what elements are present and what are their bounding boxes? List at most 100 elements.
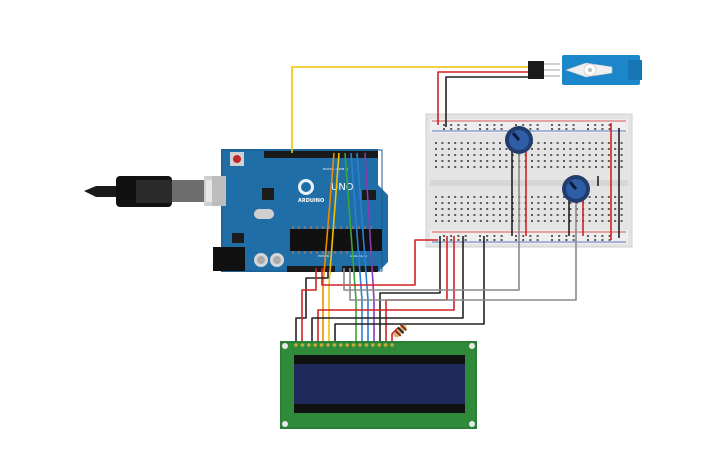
breadboard-hole xyxy=(614,202,617,204)
breadboard-rail-hole xyxy=(450,124,453,126)
breadboard-hole xyxy=(537,208,540,210)
breadboard-rail-hole xyxy=(457,124,460,126)
breadboard-hole xyxy=(550,142,553,144)
breadboard-rail-hole xyxy=(608,128,611,130)
breadboard-hole xyxy=(441,214,444,216)
breadboard-hole xyxy=(531,160,533,162)
lcd-pin xyxy=(390,343,394,347)
breadboard-hole xyxy=(531,220,533,222)
breadboard-hole xyxy=(473,196,476,198)
breadboard-hole xyxy=(543,160,546,162)
breadboard-hole xyxy=(543,196,546,198)
breadboard-hole xyxy=(601,214,604,216)
breadboard-hole xyxy=(595,214,597,216)
breadboard-hole xyxy=(505,148,508,150)
breadboard-rail-hole xyxy=(536,128,539,130)
breadboard-hole xyxy=(550,154,553,156)
breadboard-hole xyxy=(499,148,501,150)
breadboard-rail-hole xyxy=(515,235,517,237)
lcd-pin xyxy=(371,343,375,347)
breadboard-hole xyxy=(492,154,495,156)
breadboard-hole xyxy=(601,220,604,222)
breadboard-rail-hole xyxy=(587,235,589,237)
breadboard-hole xyxy=(499,220,501,222)
breadboard-rail-hole xyxy=(515,239,517,241)
wire-lcd-contrast xyxy=(311,236,464,343)
breadboard-hole xyxy=(492,214,495,216)
breadboard-hole xyxy=(556,208,559,210)
breadboard-rail-hole xyxy=(565,128,568,130)
breadboard-hole xyxy=(447,196,450,198)
breadboard-hole xyxy=(505,166,508,168)
breadboard-rail-hole xyxy=(608,235,611,237)
breadboard-rail-hole xyxy=(587,239,589,241)
breadboard-rail-hole xyxy=(464,124,467,126)
breadboard-hole xyxy=(543,214,546,216)
arduino-brand-label: ARDUINO xyxy=(298,198,324,204)
breadboard-hole xyxy=(563,208,565,210)
breadboard-hole xyxy=(614,154,617,156)
lcd-pin xyxy=(326,343,330,347)
breadboard-hole xyxy=(588,202,591,204)
breadboard-hole xyxy=(447,202,450,204)
breadboard-hole xyxy=(492,148,495,150)
wire-lcd-rw xyxy=(317,236,455,343)
wires xyxy=(291,66,620,343)
breadboard-hole xyxy=(569,166,572,168)
breadboard-hole xyxy=(435,214,437,216)
breadboard-rail-hole xyxy=(601,235,604,237)
breadboard-hole xyxy=(531,208,533,210)
breadboard-hole xyxy=(601,202,604,204)
breadboard-hole xyxy=(575,166,578,168)
breadboard-hole xyxy=(543,154,546,156)
breadboard-rail-hole xyxy=(464,239,467,241)
breadboard-hole xyxy=(441,154,444,156)
breadboard-hole xyxy=(435,220,437,222)
wire-lcd-rs xyxy=(334,236,485,343)
breadboard-hole xyxy=(505,154,508,156)
breadboard-hole xyxy=(607,148,610,150)
breadboard-rail-hole xyxy=(594,128,597,130)
breadboard-hole xyxy=(531,166,533,168)
breadboard-hole xyxy=(620,202,623,204)
breadboard-hole xyxy=(460,196,463,198)
breadboard-rail-hole xyxy=(457,239,460,241)
breadboard-hole xyxy=(607,142,610,144)
breadboard-hole xyxy=(486,148,489,150)
breadboard-hole xyxy=(556,202,559,204)
breadboard-hole xyxy=(620,148,623,150)
breadboard-hole xyxy=(467,154,469,156)
breadboard-hole xyxy=(441,142,444,144)
breadboard-hole xyxy=(460,214,463,216)
breadboard-hole xyxy=(607,166,610,168)
breadboard-hole xyxy=(486,214,489,216)
breadboard-hole xyxy=(454,142,457,144)
breadboard-hole xyxy=(460,220,463,222)
breadboard-hole xyxy=(620,166,623,168)
breadboard-hole xyxy=(473,154,476,156)
lcd-pin xyxy=(339,343,343,347)
breadboard-rail-hole xyxy=(443,124,445,126)
breadboard-hole xyxy=(607,208,610,210)
breadboard-rail-hole xyxy=(608,239,611,241)
breadboard-rail-hole xyxy=(486,235,489,237)
breadboard-hole xyxy=(588,214,591,216)
breadboard-hole xyxy=(556,160,559,162)
breadboard-hole xyxy=(563,166,565,168)
breadboard-hole xyxy=(492,160,495,162)
breadboard-rail-hole xyxy=(500,128,503,130)
breadboard-hole xyxy=(473,202,476,204)
breadboard-hole xyxy=(531,196,533,198)
breadboard-rail-hole xyxy=(558,128,561,130)
breadboard-hole xyxy=(620,208,623,210)
breadboard-hole xyxy=(563,196,565,198)
breadboard-hole xyxy=(569,202,572,204)
breadboard-rail-hole xyxy=(565,235,568,237)
breadboard-rail-hole xyxy=(601,239,604,241)
breadboard-hole xyxy=(563,142,565,144)
breadboard-hole xyxy=(563,148,565,150)
breadboard-hole xyxy=(441,148,444,150)
lcd-pin xyxy=(364,343,369,347)
breadboard-hole xyxy=(607,214,610,216)
